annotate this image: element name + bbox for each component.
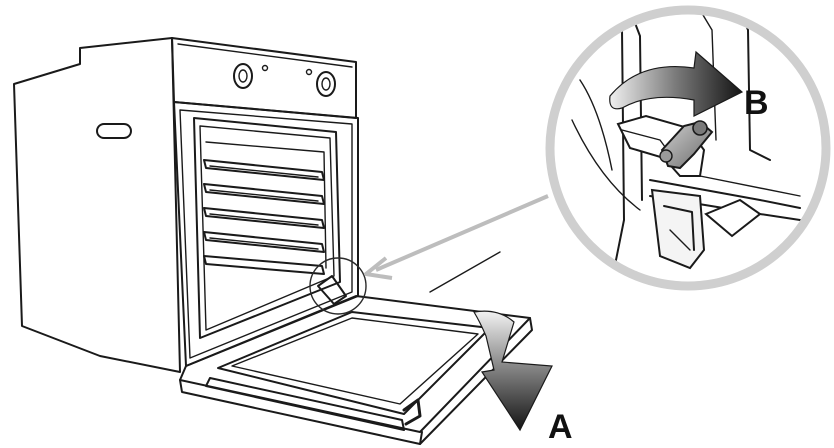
callout-arrow-line bbox=[375, 194, 549, 272]
door-handle bbox=[205, 377, 405, 431]
control-knob-right bbox=[316, 71, 336, 97]
door-outer-frame bbox=[179, 295, 531, 433]
arrow-b-shape bbox=[609, 50, 744, 117]
hinge-bracket bbox=[650, 188, 706, 270]
shelf-runners bbox=[203, 159, 325, 275]
oven-body bbox=[13, 37, 359, 373]
arrow-b-label: B bbox=[744, 84, 769, 122]
callout-ring bbox=[545, 5, 831, 291]
oven-cavity bbox=[193, 117, 341, 339]
arrow-a-shape bbox=[473, 310, 553, 432]
oven-side-panel bbox=[13, 37, 181, 373]
oven-door-open bbox=[179, 275, 533, 445]
oven-control-panel bbox=[171, 37, 357, 119]
door-hinge-arm bbox=[317, 275, 347, 305]
indicator-light-right bbox=[305, 68, 313, 76]
hinge-detail-callout: B bbox=[545, 5, 831, 291]
arrow-a-door-open: A bbox=[473, 310, 573, 446]
hinge-highlight-circle bbox=[309, 257, 367, 315]
arrow-a-label: A bbox=[548, 408, 573, 446]
indicator-light-left bbox=[261, 64, 269, 72]
hinge-pin bbox=[692, 120, 708, 136]
oven-side-vent bbox=[96, 123, 132, 139]
callout-pointer bbox=[309, 194, 549, 315]
hinge-tab bbox=[704, 198, 762, 238]
control-knob-left bbox=[233, 63, 253, 89]
